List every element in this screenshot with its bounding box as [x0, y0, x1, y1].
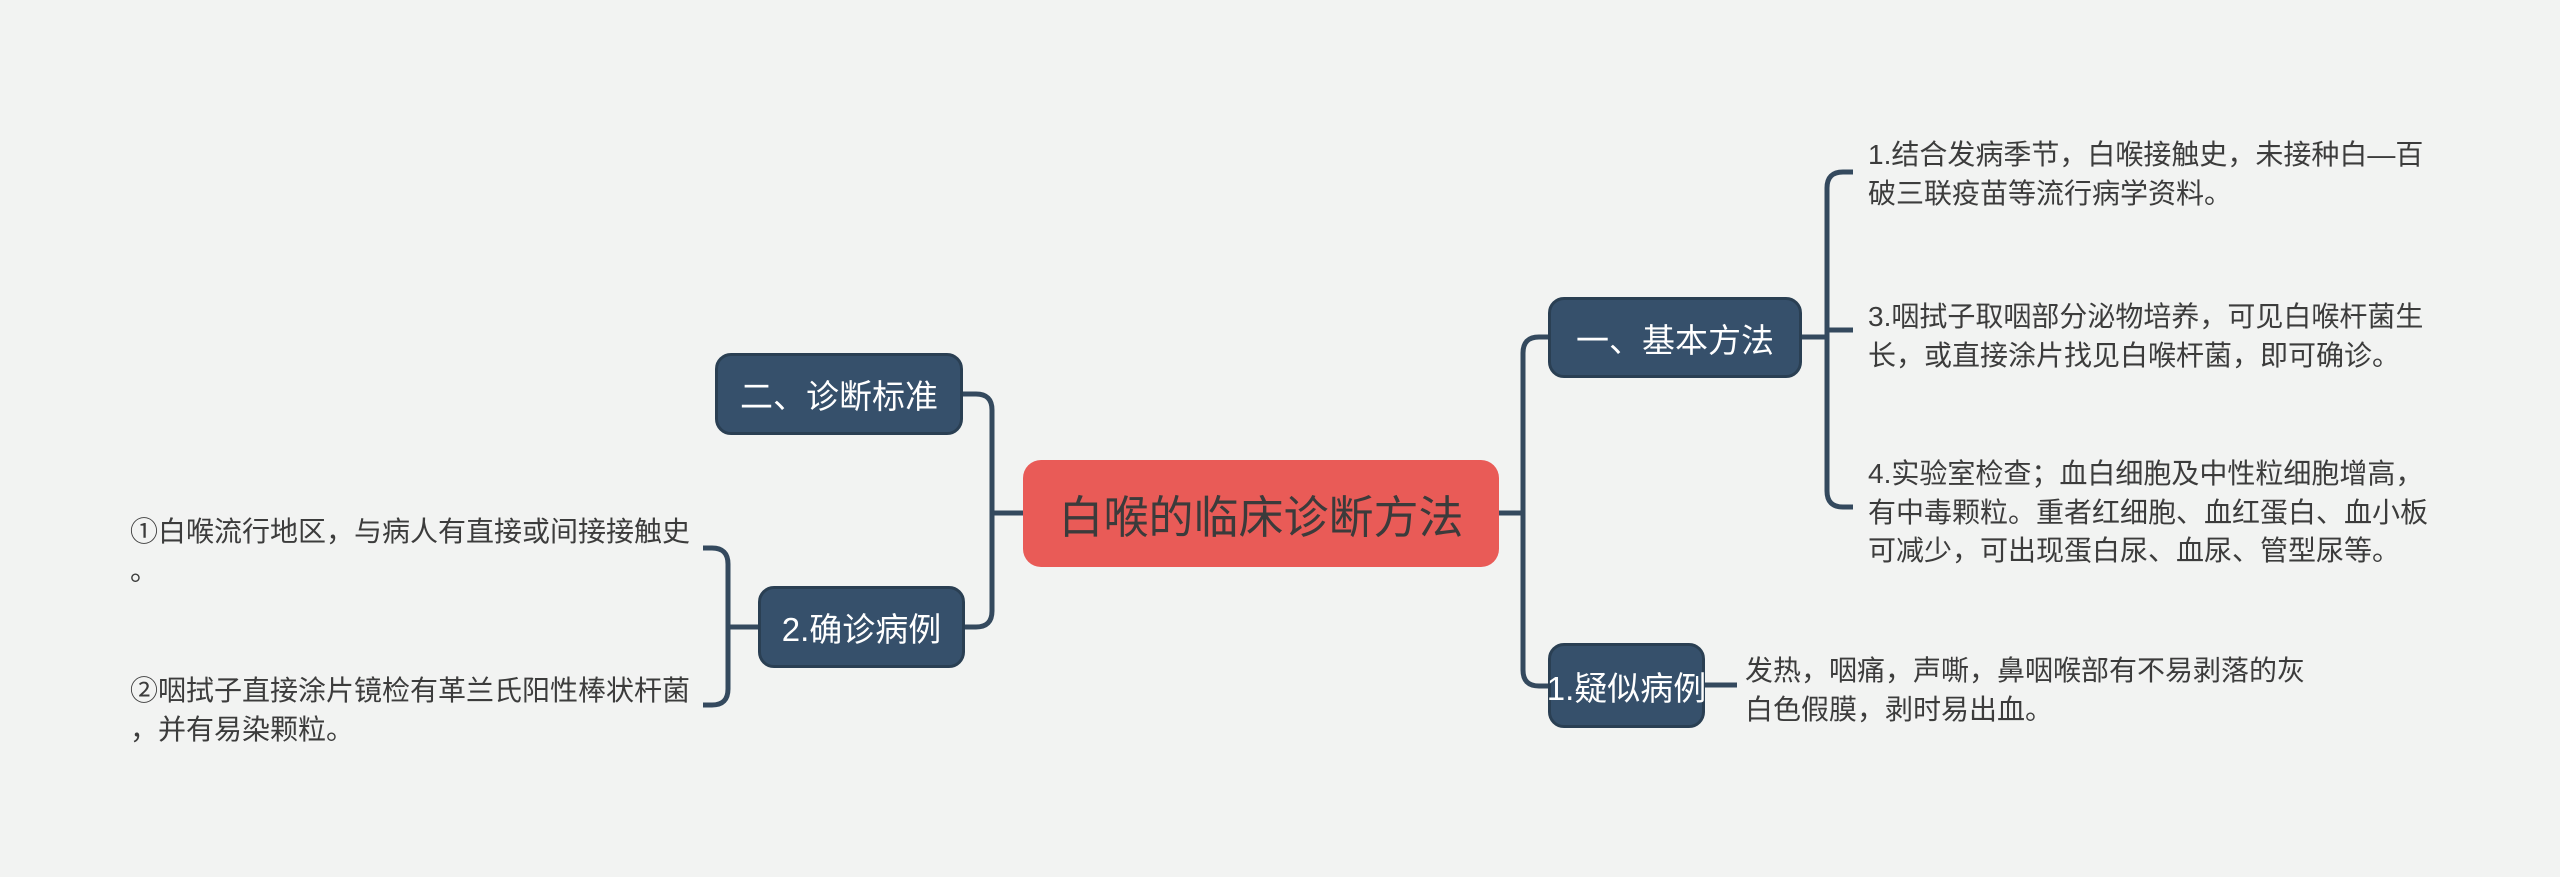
root-topic[interactable]: 白喉的临床诊断方法	[1023, 460, 1499, 567]
topic-diagnostic-criteria[interactable]: 二、诊断标准	[715, 353, 963, 435]
leaf-confirmed-item-2[interactable]: ②咽拭子直接涂片镜检有革兰氏阳性棒状杆菌，并有易染颗粒。	[130, 675, 691, 745]
leaf-confirmed-item-1[interactable]: ①白喉流行地区，与病人有直接或间接接触史。	[130, 516, 691, 586]
connector-basic-children-spine	[1824, 169, 1853, 510]
connector-right-spine	[1520, 334, 1548, 689]
topic-basic-methods[interactable]: 一、基本方法	[1548, 297, 1802, 378]
leaf-basic-item-4[interactable]: 4.实验室检查；血白细胞及中性粒细胞增高，有中毒颗粒。重者红细胞、血红蛋白、血小…	[1868, 458, 2429, 567]
leaf-suspected-note[interactable]: 发热，咽痛，声嘶，鼻咽喉部有不易剥落的灰白色假膜，剥时易出血。	[1745, 655, 2306, 725]
connector-left-spine	[963, 391, 995, 630]
topic-confirmed-case[interactable]: 2.确诊病例	[758, 586, 965, 668]
leaf-basic-item-3[interactable]: 3.咽拭子取咽部分泌物培养，可见白喉杆菌生长，或直接涂片找见白喉杆菌，即可确诊。	[1868, 301, 2424, 371]
connector-confirmed-children-spine	[703, 545, 731, 708]
leaf-basic-item-1[interactable]: 1.结合发病季节，白喉接触史，未接种白—百破三联疫苗等流行病学资料。	[1868, 139, 2424, 209]
topic-suspected-case[interactable]: 1.疑似病例	[1547, 643, 1706, 728]
